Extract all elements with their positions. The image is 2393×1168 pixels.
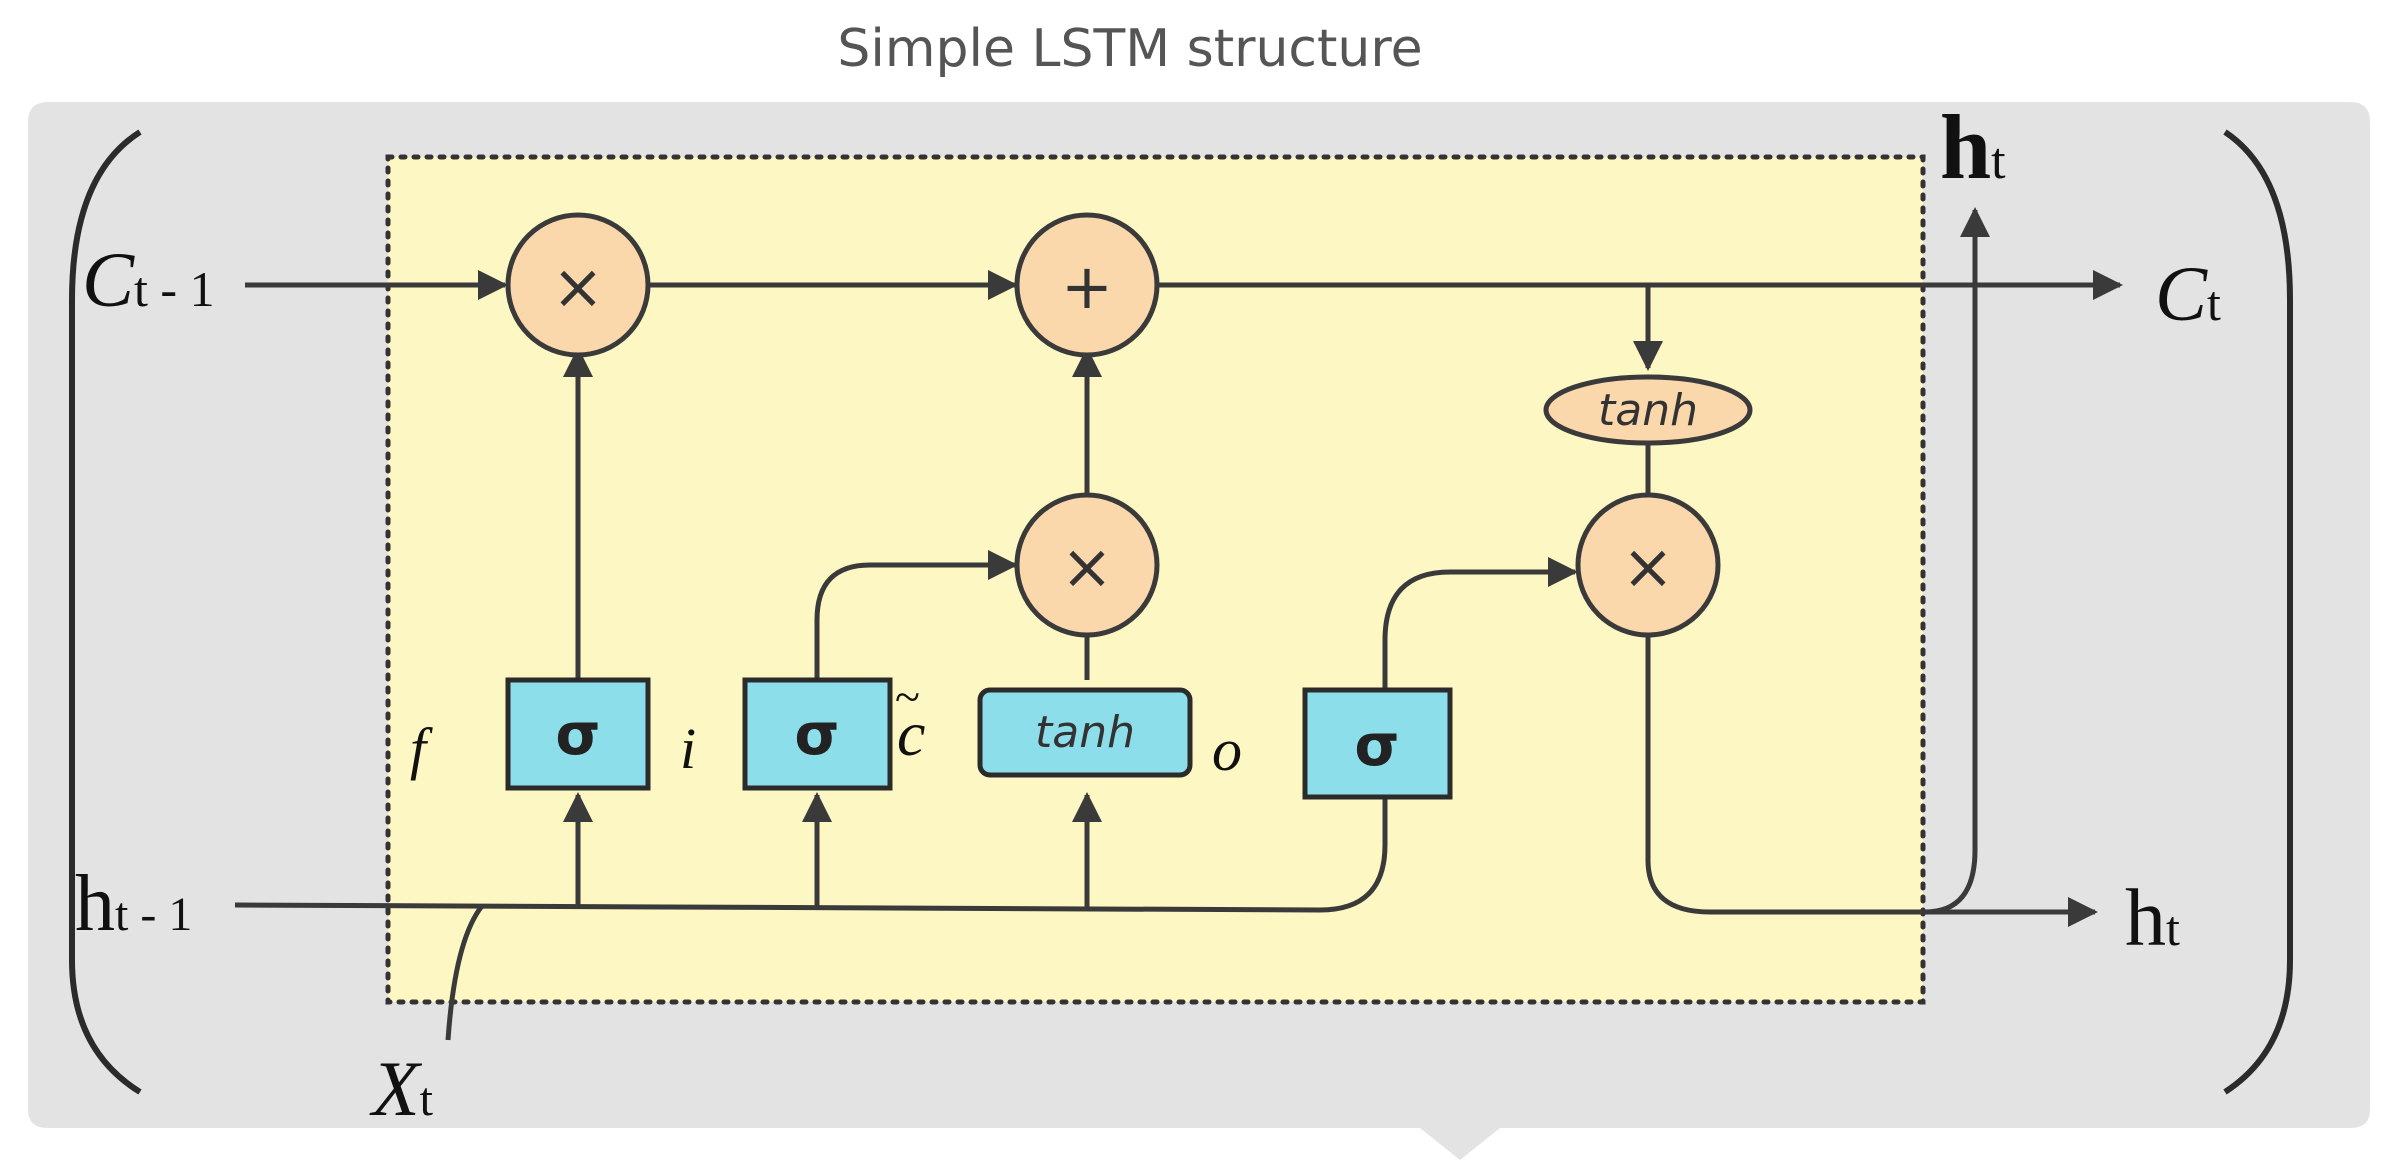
output-gate-output-line (1382, 557, 1578, 690)
sigma-icon: σ (555, 700, 600, 768)
add-op: + (1014, 212, 1160, 358)
multiply-icon: × (552, 250, 604, 323)
hidden-input-line (234, 780, 1388, 913)
sigma-icon: σ (794, 700, 839, 768)
hidden-output-up-line (1924, 207, 1990, 915)
right-bracket (2223, 129, 2293, 1095)
multiply-icon: × (1622, 530, 1674, 603)
output-gate-label: o (1212, 717, 1242, 783)
output-gate: σ (1302, 687, 1453, 800)
cell-state-out-label: Ct (2155, 250, 2221, 337)
hidden-output-line (1645, 635, 2098, 927)
sigma-icon: σ (1354, 711, 1399, 779)
input-multiply-op: × (1014, 492, 1160, 638)
diagram-title: Simple LSTM structure (837, 19, 1422, 79)
candidate-tilde-mark: ~ (895, 671, 920, 722)
hidden-state-prev-label: ht - 1 (75, 860, 192, 948)
hidden-state-top-label: ht (1940, 96, 2006, 198)
forget-gate: σ (505, 677, 651, 791)
cell-tanh-label: tanh (1598, 385, 1698, 436)
x-input-line (445, 904, 484, 1041)
cell-state-prev-label: Ct - 1 (82, 236, 215, 323)
candidate-gate: tanh (977, 687, 1193, 778)
candidate-gate-label: c (897, 698, 925, 769)
input-gate-output-line (814, 550, 1018, 680)
plus-icon: + (1061, 250, 1113, 323)
input-gate: σ (742, 677, 893, 791)
multiply-icon: × (1061, 530, 1113, 603)
cell-tanh-activation: tanh (1543, 374, 1753, 446)
left-bracket (69, 129, 142, 1095)
hidden-state-out-label: ht (2125, 872, 2180, 963)
input-gate-label: i (680, 716, 696, 781)
forget-multiply-op: × (505, 212, 651, 358)
output-multiply-op: × (1575, 492, 1721, 638)
candidate-tanh-label: tanh (1035, 707, 1135, 758)
input-x-label: Xt (369, 1045, 434, 1132)
